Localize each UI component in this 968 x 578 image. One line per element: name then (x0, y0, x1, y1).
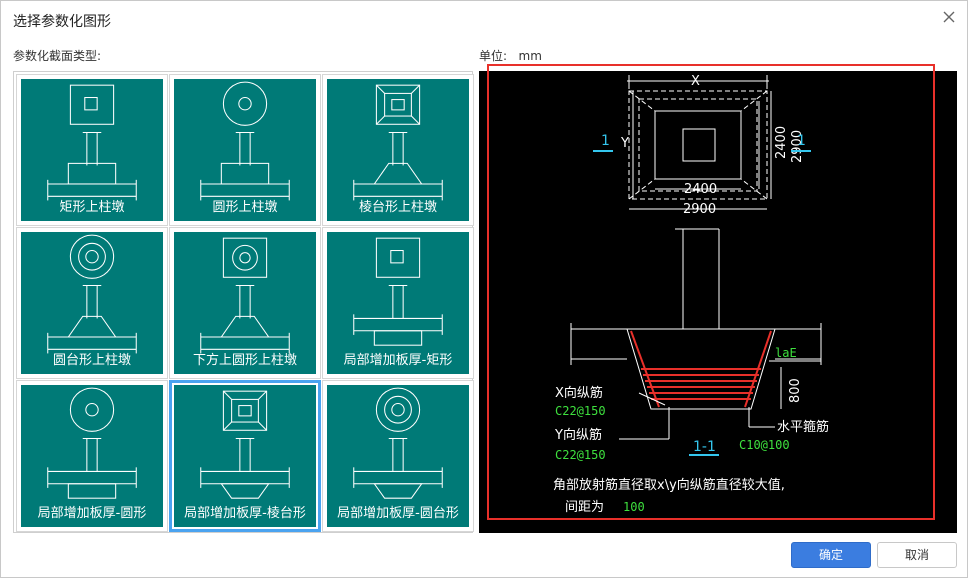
cancel-button[interactable]: 取消 (877, 542, 957, 568)
lae-label: laE (775, 346, 797, 360)
shape-tile-preview: 棱台形上柱墩 (327, 79, 469, 221)
shape-thumbnail (353, 387, 443, 499)
shape-tile[interactable]: 局部增加板厚-棱台形 (169, 380, 321, 532)
ok-button[interactable]: 确定 (791, 542, 871, 568)
shape-tile-label: 棱台形上柱墩 (358, 200, 437, 215)
note-line2: 间距为 (565, 500, 604, 515)
shape-tile[interactable]: 圆形上柱墩 (169, 74, 321, 226)
shape-tile-label: 矩形上柱墩 (59, 200, 125, 215)
shape-tile[interactable]: 局部增加板厚-圆台形 (322, 380, 474, 532)
note-line1: 角部放射筋直径取x\y向纵筋直径较大值, (553, 477, 785, 493)
shape-tile-label: 圆形上柱墩 (212, 200, 278, 215)
section-type-label: 参数化截面类型: (13, 49, 102, 63)
preview-drawing: X Y 2400 2900 2400 2900 (553, 74, 829, 515)
dim-outer-h: 2900 (790, 130, 805, 163)
shape-tile[interactable]: 矩形上柱墩 (16, 74, 168, 226)
unit-label-text: 单位: (479, 49, 508, 63)
dim-y: Y (620, 136, 629, 151)
x-bar-value: C22@150 (555, 404, 606, 418)
unit-label: 单位: mm (479, 47, 542, 64)
dim-inner-h: 2400 (774, 126, 789, 159)
dialog-title: 选择参数化图形 (13, 14, 111, 30)
shape-thumbnail (200, 237, 290, 354)
shape-tile-label: 局部增加板厚-圆台形 (337, 506, 459, 521)
shape-tile[interactable]: 下方上圆形上柱墩 (169, 227, 321, 379)
shape-tile-label: 圆台形上柱墩 (52, 353, 131, 368)
shape-tile[interactable]: 圆台形上柱墩 (16, 227, 168, 379)
shape-tile[interactable]: 棱台形上柱墩 (322, 74, 474, 226)
shape-tile-label: 下方上圆形上柱墩 (192, 353, 297, 368)
unit-value: mm (518, 49, 542, 63)
shape-thumbnail (200, 390, 290, 499)
x-bar-label: X向纵筋 (555, 385, 603, 401)
shape-tile-preview: 矩形上柱墩 (21, 79, 163, 221)
shape-tile-label: 局部增加板厚-圆形 (37, 506, 147, 521)
shape-tile-label: 局部增加板厚-棱台形 (184, 506, 306, 521)
dim-x: X (691, 74, 700, 89)
shape-tile-preview: 局部增加板厚-矩形 (327, 232, 469, 374)
shape-tile[interactable]: 局部增加板厚-圆形 (16, 380, 168, 532)
shape-grid: 矩形上柱墩圆形上柱墩棱台形上柱墩圆台形上柱墩下方上圆形上柱墩局部增加板厚-矩形局… (13, 71, 474, 533)
shape-tile-preview: 圆形上柱墩 (174, 79, 316, 221)
section-mark-left: 1 (601, 133, 610, 149)
shape-thumbnail (353, 84, 443, 201)
dim-inner-w: 2400 (684, 182, 717, 197)
note-value: 100 (623, 500, 645, 514)
plan-view: X Y 2400 2900 2400 2900 (593, 74, 811, 217)
section-mark-right: 1 (797, 133, 806, 149)
shape-thumbnail (47, 234, 137, 354)
shape-thumbnail (47, 84, 137, 201)
shape-tile-preview: 局部增加板厚-圆台形 (327, 385, 469, 527)
shape-thumbnail (353, 237, 443, 346)
depth-label: 800 (788, 378, 803, 403)
y-bar-label: Y向纵筋 (554, 427, 602, 443)
shape-thumbnail (47, 387, 137, 499)
stirrup-value: C10@100 (739, 438, 790, 452)
section-view: laE 800 1-1 (570, 228, 822, 456)
dim-outer-w: 2900 (683, 202, 716, 217)
shape-tile-label: 局部增加板厚-矩形 (343, 353, 453, 368)
y-bar-value: C22@150 (555, 448, 606, 462)
shape-tile-preview: 下方上圆形上柱墩 (174, 232, 316, 374)
shape-tile-preview: 局部增加板厚-圆形 (21, 385, 163, 527)
preview-panel: X Y 2400 2900 2400 2900 (479, 71, 957, 533)
close-icon[interactable] (941, 9, 957, 25)
shape-tile-preview: 局部增加板厚-棱台形 (174, 385, 316, 527)
section-title: 1-1 (693, 439, 716, 455)
shape-thumbnail (200, 81, 290, 201)
stirrup-label: 水平箍筋 (777, 419, 829, 435)
shape-tile-preview: 圆台形上柱墩 (21, 232, 163, 374)
shape-tile[interactable]: 局部增加板厚-矩形 (322, 227, 474, 379)
